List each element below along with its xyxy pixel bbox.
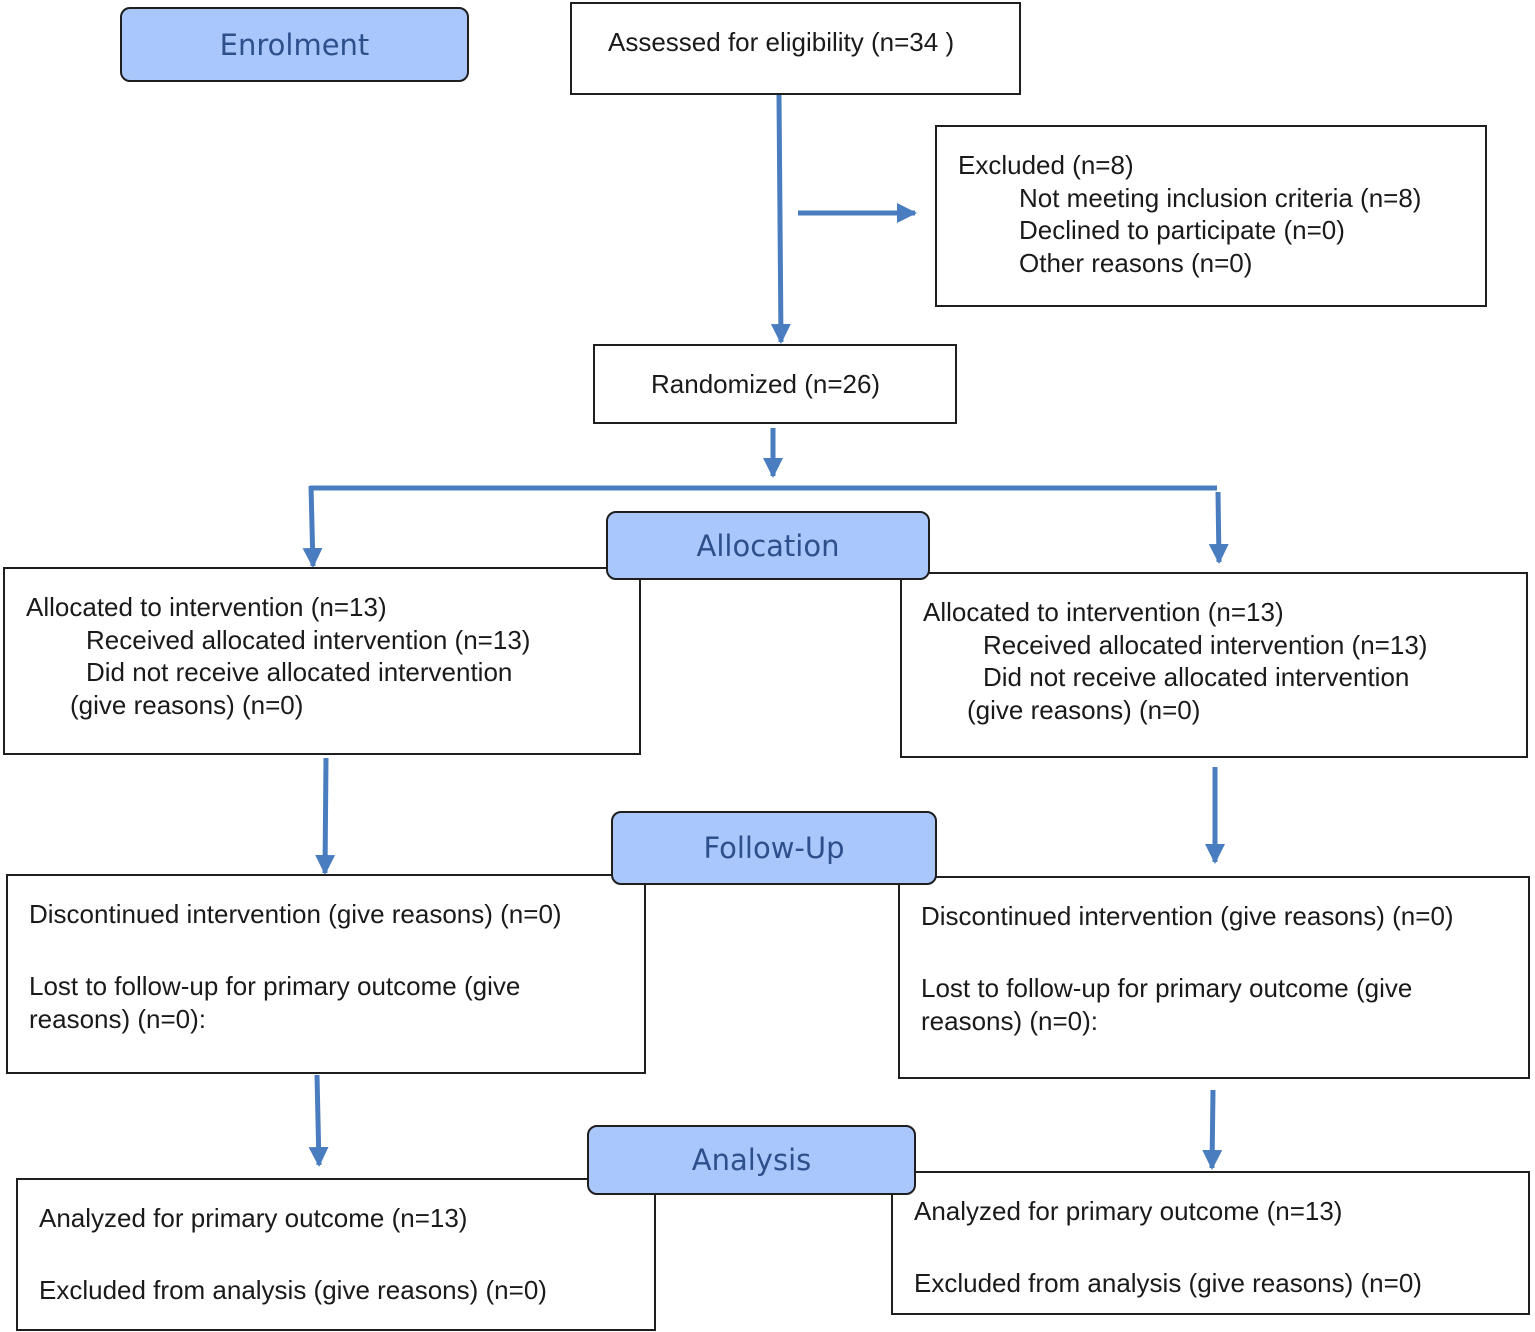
followup-left-lost-cont: reasons) (n=0): bbox=[29, 1004, 207, 1034]
enrolment-stage-label: Enrolment bbox=[120, 7, 469, 82]
excluded-reason-item: Not meeting inclusion criteria (n=8) bbox=[1019, 183, 1422, 213]
arrow-assessed-to-randomized bbox=[770, 94, 791, 344]
analysis-right-excluded: Excluded from analysis (give reasons) (n… bbox=[914, 1268, 1422, 1298]
allocation-right-received: Received allocated intervention (n=13) bbox=[983, 630, 1428, 660]
analysis-left-analyzed: Analyzed for primary outcome (n=13) bbox=[39, 1203, 468, 1233]
allocation-left-title: Allocated to intervention (n=13) bbox=[26, 592, 387, 622]
followup-right-discontinued: Discontinued intervention (give reasons)… bbox=[921, 901, 1454, 931]
excluded-reason-item: Other reasons (n=0) bbox=[1019, 248, 1253, 278]
followup-right-lost-cont: reasons) (n=0): bbox=[921, 1006, 1099, 1036]
analysis-stage-label: Analysis bbox=[587, 1125, 916, 1195]
allocation-left-received: Received allocated intervention (n=13) bbox=[86, 625, 531, 655]
allocation-left-reasons: (give reasons) (n=0) bbox=[70, 690, 304, 720]
allocation-left-box: Allocated to intervention (n=13) Receive… bbox=[3, 567, 641, 755]
allocation-left-not-received: Did not receive allocated intervention bbox=[86, 657, 513, 687]
followup-left-lost: Lost to follow-up for primary outcome (g… bbox=[29, 971, 521, 1001]
follow-up-stage-label: Follow-Up bbox=[611, 811, 937, 885]
assessed-box: Assessed for eligibility (n=34 ) bbox=[570, 2, 1021, 95]
arrow-right-followup-to-analysis bbox=[1202, 1089, 1223, 1170]
allocation-right-title: Allocated to intervention (n=13) bbox=[923, 597, 1284, 627]
analysis-left-box: Analyzed for primary outcome (n=13) Excl… bbox=[16, 1178, 656, 1331]
arrow-left-allocation-to-followup bbox=[315, 757, 336, 875]
analysis-right-analyzed: Analyzed for primary outcome (n=13) bbox=[914, 1196, 1343, 1226]
followup-left-discontinued: Discontinued intervention (give reasons)… bbox=[29, 899, 562, 929]
arrow-split-right bbox=[1208, 491, 1229, 564]
excluded-box: Excluded (n=8) Not meeting inclusion cri… bbox=[935, 125, 1487, 307]
randomized-box: Randomized (n=26) bbox=[593, 344, 957, 424]
followup-right-box: Discontinued intervention (give reasons)… bbox=[898, 876, 1530, 1079]
assessed-text: Assessed for eligibility (n=34 ) bbox=[608, 27, 955, 57]
analysis-left-excluded: Excluded from analysis (give reasons) (n… bbox=[39, 1275, 547, 1305]
allocation-right-reasons: (give reasons) (n=0) bbox=[967, 695, 1201, 725]
arrow-split-left bbox=[302, 485, 323, 568]
arrow-left-followup-to-analysis bbox=[308, 1074, 329, 1167]
allocation-right-not-received: Did not receive allocated intervention bbox=[983, 662, 1410, 692]
followup-right-lost: Lost to follow-up for primary outcome (g… bbox=[921, 973, 1413, 1003]
allocation-stage-label: Allocation bbox=[606, 511, 930, 580]
allocation-right-box: Allocated to intervention (n=13) Receive… bbox=[900, 572, 1528, 758]
excluded-reason-item: Declined to participate (n=0) bbox=[1019, 215, 1345, 245]
excluded-title: Excluded (n=8) bbox=[958, 150, 1134, 180]
followup-left-box: Discontinued intervention (give reasons)… bbox=[6, 874, 646, 1074]
analysis-right-box: Analyzed for primary outcome (n=13) Excl… bbox=[891, 1171, 1530, 1315]
randomized-text: Randomized (n=26) bbox=[651, 369, 881, 399]
